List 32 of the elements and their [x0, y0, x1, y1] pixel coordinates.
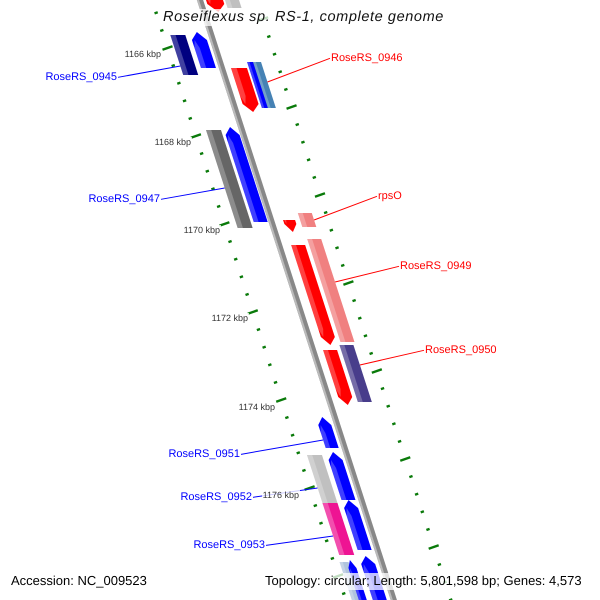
- leader-line: [314, 196, 378, 220]
- leader-line: [359, 350, 424, 366]
- gene-label: RoseRS_0951: [168, 448, 240, 461]
- gene-label: RoseRS_0952: [180, 491, 252, 504]
- gene-bar: [298, 213, 316, 227]
- tick-label: 1168 kbp: [154, 137, 192, 148]
- leader-line: [160, 188, 226, 200]
- gene-label: RoseRS_0949: [400, 260, 472, 273]
- leader-line: [334, 266, 400, 282]
- gene-label: RoseRS_0953: [193, 539, 265, 552]
- tick-label: 1176 kbp: [262, 490, 300, 500]
- gene-bar: [253, 62, 276, 108]
- gene-bar: [306, 455, 338, 505]
- gene-bar: [307, 239, 354, 342]
- gene-bar: [318, 417, 339, 448]
- leader-line: [266, 58, 330, 82]
- tick-label: 1174 kbp: [238, 402, 276, 412]
- gene-label: RoseRS_0945: [45, 71, 117, 84]
- gene-bar: [322, 503, 354, 555]
- gene-bar: [170, 35, 198, 75]
- gene-label: RoseRS_0947: [88, 193, 160, 206]
- gene-bar: [206, 130, 253, 228]
- gene-label: rpsO: [378, 190, 402, 203]
- gene-label: RoseRS_0946: [331, 52, 403, 65]
- gene-bar: [339, 345, 372, 402]
- tick-label: 1166 kbp: [124, 49, 162, 60]
- leader-line: [118, 66, 181, 78]
- tick-label: 1170 kbp: [182, 225, 221, 236]
- gene-label: RoseRS_0950: [425, 344, 497, 357]
- leader-line: [266, 536, 334, 546]
- tick-label: 1172 kbp: [210, 313, 249, 324]
- leader-line: [240, 440, 324, 455]
